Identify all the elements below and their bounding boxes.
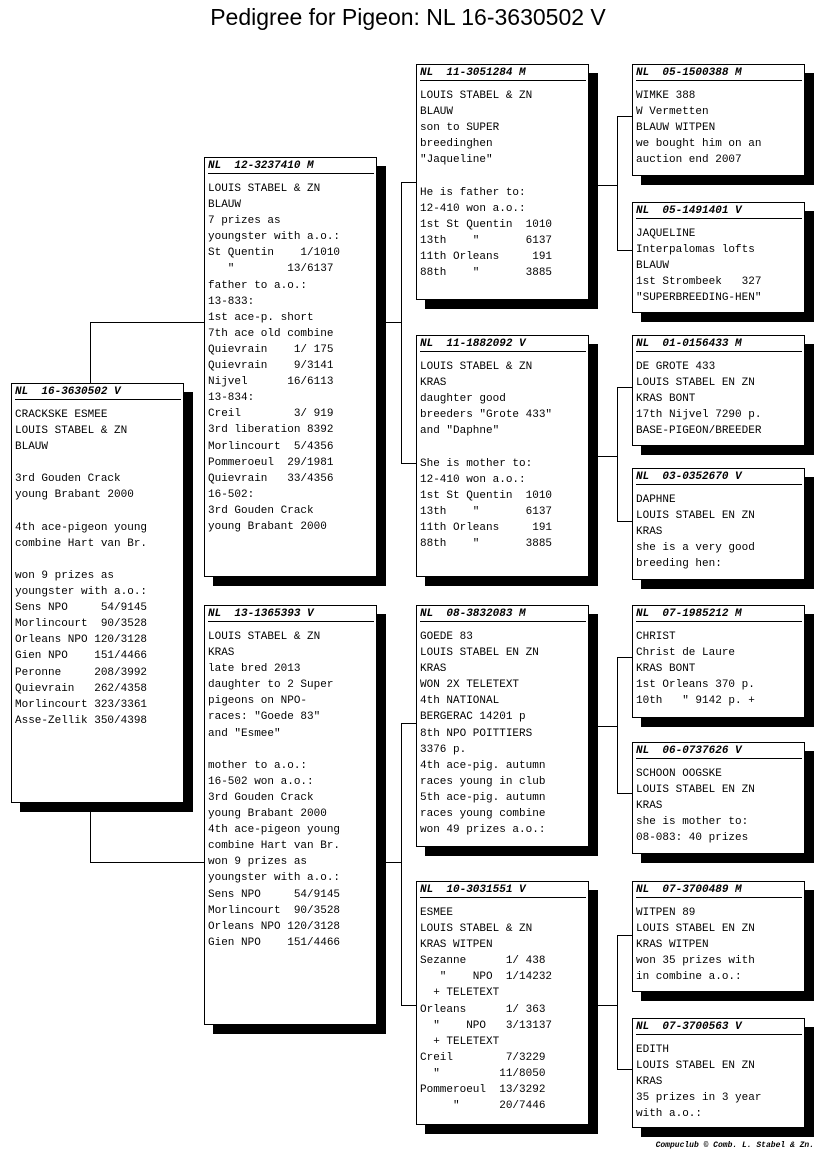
connector-line [401,1005,416,1006]
connector-line [617,1069,632,1070]
pigeon-card-sds: NL 01-0156433 M DE GROTE 433 LOUIS STABE… [632,335,805,446]
connector-line [617,250,632,251]
connector-line [597,185,617,186]
connector-line [90,803,91,863]
ring-number: NL 10-3031551 V [420,883,586,898]
ring-number: NL 11-1882092 V [420,337,586,352]
pigeon-details: LOUIS STABEL & ZN BLAUW son to SUPER bre… [420,90,553,280]
connector-line [617,116,632,117]
connector-line [617,387,632,388]
pigeon-details: EDITH LOUIS STABEL EN ZN KRAS 35 prizes … [636,1044,762,1121]
ring-number: NL 01-0156433 M [636,337,802,352]
connector-line [617,657,632,658]
pigeon-card-dam-dam: NL 10-3031551 V ESMEE LOUIS STABEL & ZN … [416,881,589,1125]
ring-number: NL 13-1365393 V [208,607,374,622]
ring-number: NL 12-3237410 M [208,159,374,174]
pigeon-details: GOEDE 83 LOUIS STABEL EN ZN KRAS WON 2X … [420,631,546,837]
pigeon-details: DE GROTE 433 LOUIS STABEL EN ZN KRAS BON… [636,361,762,438]
pigeon-card-dsd: NL 06-0737626 V SCHOON OOGSKE LOUIS STAB… [632,742,805,854]
ring-number: NL 05-1500388 M [636,66,802,81]
ring-number: NL 11-3051284 M [420,66,586,81]
ring-number: NL 03-0352670 V [636,470,802,485]
pigeon-card-sire: NL 12-3237410 M LOUIS STABEL & ZN BLAUW … [204,157,377,577]
pigeon-card-sdd: NL 03-0352670 V DAPHNE LOUIS STABEL EN Z… [632,468,805,580]
ring-number: NL 07-3700563 V [636,1020,802,1035]
connector-line [617,935,632,936]
connector-line [617,521,632,522]
connector-line [617,935,618,1070]
connector-line [617,387,618,522]
page-title: Pedigree for Pigeon: NL 16-3630502 V [210,4,606,30]
pigeon-card-dam-sire: NL 08-3832083 M GOEDE 83 LOUIS STABEL EN… [416,605,589,847]
pigeon-card-ddd: NL 07-3700563 V EDITH LOUIS STABEL EN ZN… [632,1018,805,1128]
pigeon-details: LOUIS STABEL & ZN KRAS daughter good bre… [420,361,553,551]
pigeon-card-sire-sire: NL 11-3051284 M LOUIS STABEL & ZN BLAUW … [416,64,589,300]
connector-line [617,793,632,794]
pigeon-details: LOUIS STABEL & ZN BLAUW 7 prizes as youn… [208,183,341,533]
connector-line [384,322,401,323]
pigeon-details: ESMEE LOUIS STABEL & ZN KRAS WITPEN Seza… [420,907,553,1113]
pigeon-card-sire-dam: NL 11-1882092 V LOUIS STABEL & ZN KRAS d… [416,335,589,577]
connector-line [597,726,617,727]
connector-line [597,1005,617,1006]
ring-number: NL 07-3700489 M [636,883,802,898]
connector-line [597,456,617,457]
connector-line [401,182,402,464]
ring-number: NL 16-3630502 V [15,385,181,400]
connector-line [90,862,204,863]
connector-line [617,116,618,251]
pigeon-card-main: NL 16-3630502 V CRACKSKE ESMEE LOUIS STA… [11,383,184,803]
connector-line [90,322,204,323]
connector-line [401,182,416,183]
ring-number: NL 05-1491401 V [636,204,802,219]
pigeon-card-sss: NL 05-1500388 M WIMKE 388 W Vermetten BL… [632,64,805,176]
pigeon-details: CHRIST Christ de Laure KRAS BONT 1st Orl… [636,631,755,708]
pigeon-details: WITPEN 89 LOUIS STABEL EN ZN KRAS WITPEN… [636,907,755,984]
pigeon-card-dss: NL 07-1985212 M CHRIST Christ de Laure K… [632,605,805,718]
connector-line [401,723,416,724]
pigeon-details: DAPHNE LOUIS STABEL EN ZN KRAS she is a … [636,494,755,571]
pigeon-details: JAQUELINE Interpalomas lofts BLAUW 1st S… [636,228,762,305]
pigeon-details: WIMKE 388 W Vermetten BLAUW WITPEN we bo… [636,90,762,167]
pigeon-details: LOUIS STABEL & ZN KRAS late bred 2013 da… [208,631,341,949]
pigeon-card-ssd: NL 05-1491401 V JAQUELINE Interpalomas l… [632,202,805,313]
ring-number: NL 07-1985212 M [636,607,802,622]
connector-line [384,862,401,863]
pigeon-card-dds: NL 07-3700489 M WITPEN 89 LOUIS STABEL E… [632,881,805,992]
connector-line [617,657,618,794]
pigeon-details: SCHOON OOGSKE LOUIS STABEL EN ZN KRAS sh… [636,768,755,845]
connector-line [401,723,402,1006]
ring-number: NL 08-3832083 M [420,607,586,622]
ring-number: NL 06-0737626 V [636,744,802,759]
pigeon-details: CRACKSKE ESMEE LOUIS STABEL & ZN BLAUW 3… [15,409,148,727]
footer-credit: Compuclub © Comb. L. Stabel & Zn. [655,1141,814,1150]
connector-line [90,322,91,384]
connector-line [401,463,416,464]
pigeon-card-dam: NL 13-1365393 V LOUIS STABEL & ZN KRAS l… [204,605,377,1025]
